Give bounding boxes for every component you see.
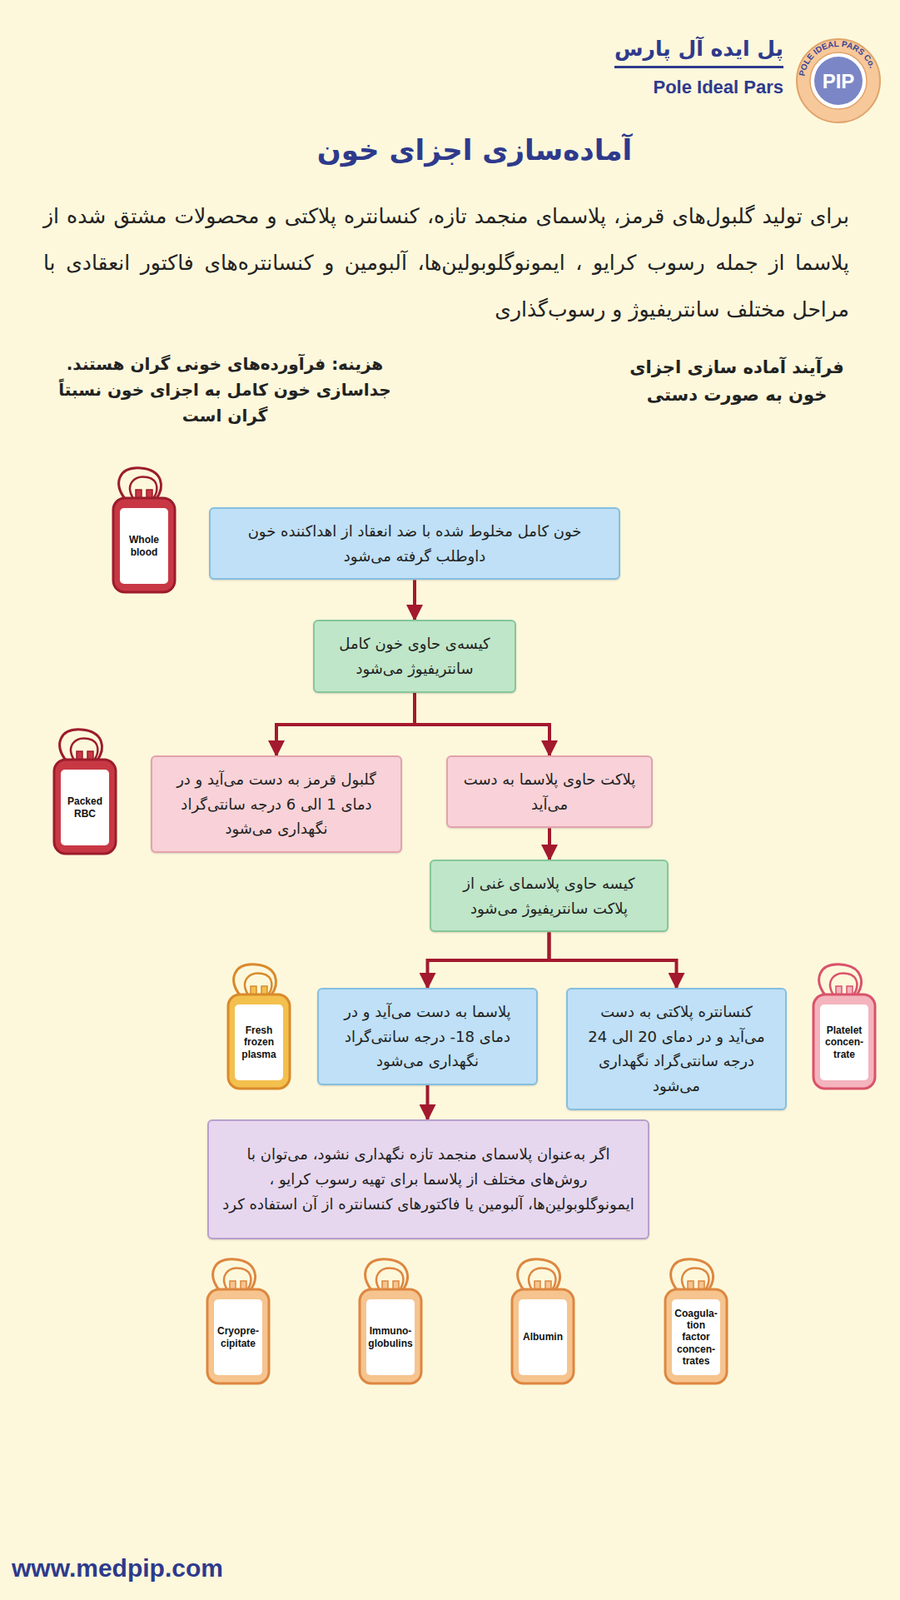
bag-text: Cryopre- cipitate <box>213 1324 263 1349</box>
bag-label: Whole blood <box>119 507 169 584</box>
node-text: پلاکت حاوی پلاسما به دست می‌آید <box>461 766 638 816</box>
bag-label: Platelet concen- trate <box>820 1004 869 1080</box>
logo-ring-text: POLE IDEAL PARS Co. <box>796 39 877 77</box>
result-box: پلاسما به دست می‌آید و در دمای 18- درجه … <box>317 987 538 1085</box>
blood-bag: Platelet concen- trate <box>810 960 878 1091</box>
bag-label: Packed RBC <box>60 769 110 846</box>
intro-paragraph: برای تولید گلبول‌های قرمز، پلاسمای منجمد… <box>43 193 850 334</box>
logo-ring-text: POLE IDEAL PARS Co. <box>796 39 877 77</box>
flow-arrow <box>426 1084 430 1119</box>
brand-name-en: Pole Ideal Pars <box>652 76 784 99</box>
blood-bag: Packed RBC <box>51 725 119 856</box>
node-text: کنسانتره پلاکتی به دست می‌آید و در دمای … <box>581 999 772 1099</box>
flow-arrow <box>547 827 552 860</box>
process-box: کیسه حاوی پلاسمای غنی از پلاکت سانتریفیو… <box>429 859 669 932</box>
flow-arrow <box>412 579 417 620</box>
result-box: گلبول قرمز به دست می‌آید و در دمای 1 الی… <box>150 755 403 853</box>
node-text: گلبول قرمز به دست می‌آید و در دمای 1 الی… <box>165 766 388 841</box>
result-box: کنسانتره پلاکتی به دست می‌آید و در دمای … <box>566 987 787 1110</box>
logo-monogram: PIP <box>822 69 856 93</box>
process-box: خون کامل مخلوط شده با ضد انعقاد از اهداک… <box>208 507 621 580</box>
bag-text: Platelet concen- trate <box>820 1024 869 1060</box>
note-box: اگر به‌عنوان پلاسمای منجمد تازه نگهداری … <box>207 1118 650 1239</box>
result-box: پلاکت حاوی پلاسما به دست می‌آید <box>446 755 653 828</box>
flow-arrow <box>276 692 415 756</box>
node-text: کیسه‌ی حاوی خون کامل سانتریفیوژ می‌شود <box>328 631 502 681</box>
blood-bag: Immuno- globulins <box>357 1255 424 1386</box>
bag-label: Albumin <box>518 1298 567 1375</box>
node-text: خون کامل مخلوط شده با ضد انعقاد از اهداک… <box>223 518 606 568</box>
bag-text: Fresh frozen plasma <box>234 1024 284 1060</box>
flow-arrow <box>549 931 677 988</box>
website-url: www.medpip.com <box>11 1553 224 1582</box>
bag-text: Albumin <box>522 1330 563 1343</box>
node-text: پلاسما به دست می‌آید و در دمای 18- درجه … <box>332 999 523 1074</box>
bag-text: Coagula- tion factor concen- trates <box>671 1307 721 1368</box>
process-heading: فرآیند آماده سازی اجزای خون به صورت دستی <box>616 353 858 408</box>
blood-bag: Cryopre- cipitate <box>204 1255 272 1386</box>
bag-label: Immuno- globulins <box>366 1298 415 1375</box>
flow-arrow <box>414 692 550 756</box>
bag-label: Cryopre- cipitate <box>213 1298 263 1375</box>
title: آماده‌سازی اجزای خون <box>141 133 808 167</box>
node-text: اگر به‌عنوان پلاسمای منجمد تازه نگهداری … <box>222 1141 635 1216</box>
blood-bag: Coagula- tion factor concen- trates <box>662 1255 730 1386</box>
process-box: کیسه‌ی حاوی خون کامل سانتریفیوژ می‌شود <box>313 619 517 693</box>
logo-emblem: PIPPOLE IDEAL PARS Co. <box>795 37 882 125</box>
bag-text: Packed RBC <box>60 795 110 820</box>
flow-arrow <box>427 931 550 988</box>
bag-text: Whole blood <box>119 533 169 558</box>
bag-label: Fresh frozen plasma <box>234 1004 284 1080</box>
cost-note: هزینه: فرآورده‌های خونی گران هستند. جداس… <box>49 351 400 429</box>
bag-text: Immuno- globulins <box>366 1324 415 1349</box>
blood-bag: Whole blood <box>110 464 178 595</box>
blood-bag: Albumin <box>509 1255 577 1386</box>
bag-label: Coagula- tion factor concen- trates <box>671 1298 721 1375</box>
brand-name-fa: پل ایده آل پارس <box>614 36 784 69</box>
blood-bag: Fresh frozen plasma <box>225 960 293 1091</box>
node-text: کیسه حاوی پلاسمای غنی از پلاکت سانتریفیو… <box>444 870 654 920</box>
